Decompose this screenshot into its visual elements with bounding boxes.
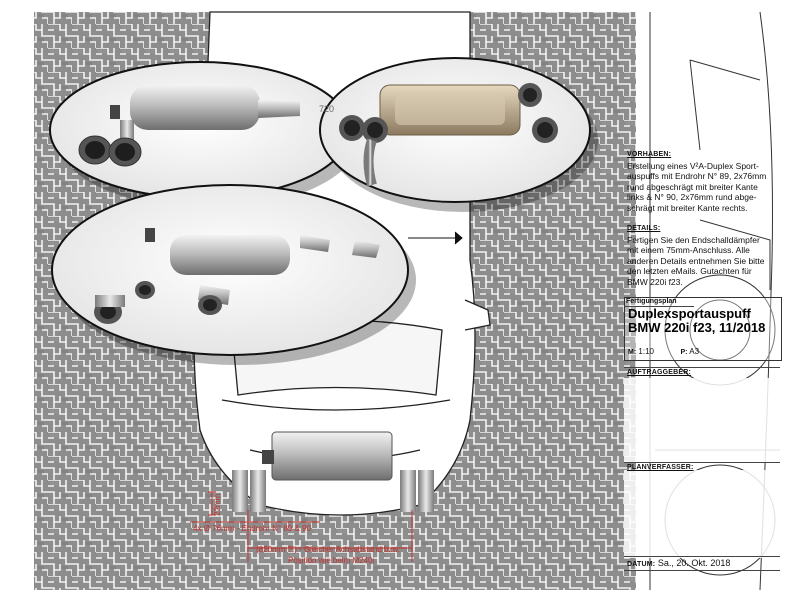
details-line: anderen Details entnehmen Sie bitte — [627, 255, 765, 266]
panel-section-boxes — [624, 378, 780, 558]
scale-value: 1:10 — [638, 347, 654, 356]
lens-view-exploded-parts — [51, 184, 416, 365]
planverfasser-heading: PLANVERFASSER: — [627, 464, 694, 471]
vorhaben-line: schrägt mit breiter Kante rechts. — [627, 202, 748, 213]
datum-row: DATUM: Sa., 20. Okt. 2018 — [627, 558, 777, 571]
lens-view-full-exhaust — [319, 57, 598, 212]
divider — [624, 570, 780, 571]
axle-dimension-label-2: Position wie beim M240i — [288, 556, 375, 565]
vorhaben-line: links & N° 90, 2x76mm rund abge- — [627, 192, 757, 202]
divider — [624, 462, 780, 463]
plan-title-line1: Duplexsportauspuff — [628, 306, 751, 321]
plan-title: Duplexsportauspuff BMW 220i f23, 11/2018 — [628, 307, 765, 335]
details-line: Fertigen Sie den Endschalldämpfer — [627, 234, 760, 245]
auftraggeber-section: AUFTRAGGEBER: — [627, 368, 777, 379]
divider — [624, 556, 780, 557]
details-heading: DETAILS: — [627, 225, 661, 232]
details-section: DETAILS: Fertigen Sie den Endschalldämpf… — [627, 224, 777, 287]
divider — [624, 306, 694, 307]
planverfasser-section: PLANVERFASSER: — [627, 463, 777, 474]
auftraggeber-heading: AUFTRAGGEBER: — [627, 369, 692, 376]
vorhaben-section: VORHABEN: Erstellung eines V²A-Duplex Sp… — [627, 150, 777, 213]
logo-fragment: 720 — [319, 104, 335, 114]
plan-title-line2: BMW 220i f23, 11/2018 — [628, 320, 766, 335]
dimension-lines — [190, 491, 413, 562]
datum-value: Sa., 20. Okt. 2018 — [657, 558, 731, 568]
vorhaben-line: rund abgeschrägt mit breiter Kante — [627, 181, 758, 192]
vorhaben-heading: VORHABEN: — [627, 151, 672, 158]
fertigungsplan-box — [624, 297, 782, 361]
details-line: mit einem 75mm-Anschluss. Alle — [627, 245, 750, 255]
pipe-dimension-label: 4x Ø 76mm - Endrohr N° 89 & 90 — [193, 524, 311, 533]
installed-muffler — [232, 431, 434, 512]
divider — [624, 367, 780, 368]
vorhaben-line: auspuffs mit Endrohr N° 89, 2x76mm — [627, 171, 767, 181]
height-dimension-label: 22mm — [213, 493, 222, 516]
paper-label: P: — [680, 349, 688, 356]
axle-dimension-label-1: (820mm ?!) - Gleicher Achsabstand bzw. — [256, 545, 401, 554]
datum-label: DATUM: — [627, 561, 656, 568]
leader-lines — [408, 231, 463, 245]
paper-value: A3 — [689, 347, 700, 356]
scale-label: M: — [628, 349, 637, 356]
details-line: den letzten eMails. Gutachten für — [627, 266, 752, 276]
vorhaben-line: Erstellung eines V²A-Duplex Sport- — [627, 160, 759, 171]
lens-view-rear-muffler — [49, 61, 358, 208]
scale-format-row: M: 1:10 P: A3 — [628, 347, 699, 356]
fertigungsplan-label: Fertigungsplan — [626, 298, 677, 305]
details-line: BMW 220i f23. — [627, 276, 683, 287]
